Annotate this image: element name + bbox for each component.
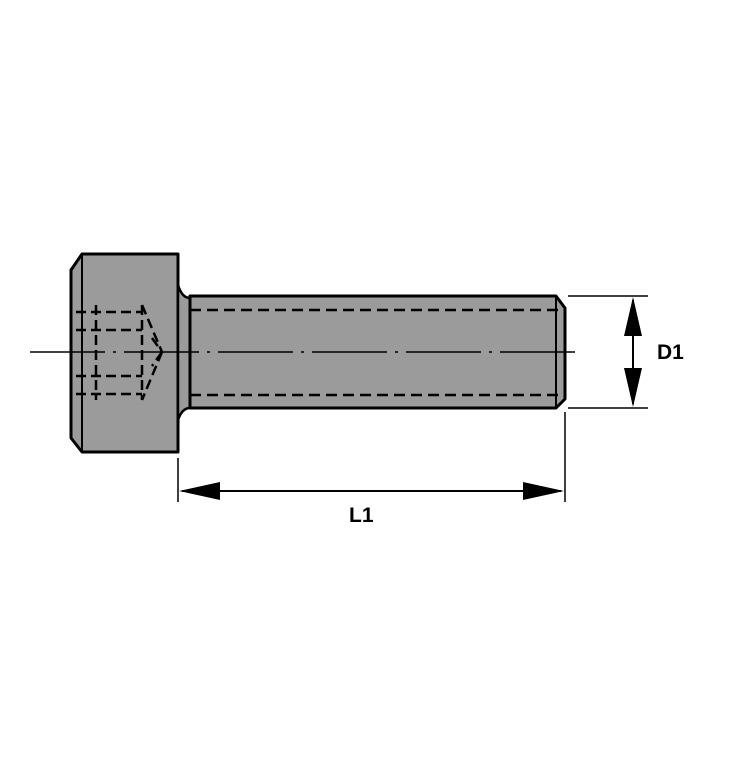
dimension-label-l1: L1 bbox=[349, 504, 374, 527]
d1-arrow-bottom bbox=[624, 368, 642, 407]
l1-arrow-left bbox=[179, 482, 220, 500]
dimension-label-d1: D1 bbox=[657, 341, 684, 364]
hex-socket-hidden bbox=[76, 304, 164, 401]
d1-arrow-top bbox=[624, 297, 642, 336]
l1-arrow-right bbox=[523, 482, 564, 500]
